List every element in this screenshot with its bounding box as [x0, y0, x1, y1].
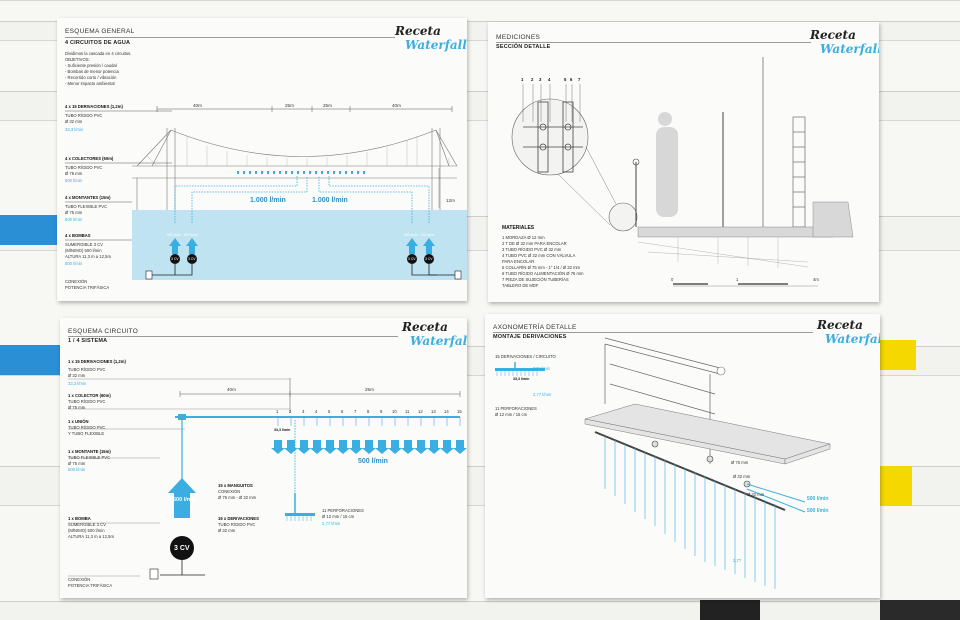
dim-label: 12m	[446, 198, 455, 203]
motor-label: 3 CV	[188, 257, 196, 261]
section-title: MONTAJE DERIVACIONES	[493, 334, 567, 340]
blue-gap	[0, 215, 60, 245]
brand-receta: Receta	[810, 28, 856, 42]
flow-label: 500 l/min	[807, 508, 829, 514]
section-rule	[68, 336, 398, 337]
brand-receta: Receta	[817, 318, 863, 332]
main-flow-label: 500 l/min	[358, 458, 388, 465]
dim-label: 25m	[365, 387, 374, 392]
brand-waterfall: Waterfall	[820, 42, 879, 56]
deriv-flow: 500 l/min	[533, 366, 550, 371]
brand-waterfall: Waterfall	[825, 332, 880, 346]
dim-label: 25m	[285, 103, 294, 108]
pipe-label: Ø 32 mm	[733, 474, 751, 479]
axonometry-drawing	[495, 337, 831, 589]
section-label: ESQUEMA CIRCUITO	[68, 328, 139, 335]
yellow-gap	[878, 466, 912, 506]
dim-label: 40m	[227, 387, 236, 392]
section-label: ESQUEMA GENERAL	[65, 28, 135, 35]
poster-general-scheme: ESQUEMA GENERAL 4 CIRCUITOS DE AGUA Rece…	[57, 18, 467, 301]
brand-receta: Receta	[395, 24, 441, 38]
section-rule	[496, 42, 811, 43]
section-title: 4 CIRCUITOS DE AGUA	[65, 40, 131, 46]
motor-label: 3 CV	[425, 257, 433, 261]
section-title: 1 / 4 SISTEMA	[68, 338, 108, 344]
section-drawing	[511, 57, 854, 287]
brand-receta: Receta	[402, 320, 448, 334]
circuit-diagram	[68, 378, 467, 580]
motor-label: 3 CV	[171, 257, 179, 261]
pump-flow-label: 500 l/min	[173, 497, 197, 503]
dim-label: 40m	[193, 103, 202, 108]
dim-label: 25m	[323, 103, 332, 108]
motor-label: 3 CV	[174, 545, 190, 552]
perf-label: Ø 12 mm / 15 cm	[495, 412, 528, 417]
brand-waterfall: Waterfall	[405, 38, 467, 52]
section-rule	[65, 37, 395, 38]
pump-flow: 500 l/min	[421, 233, 435, 237]
dark-gap	[700, 600, 760, 620]
deriv-label: 15 DERIVACIONES / CIRCUITO	[495, 354, 556, 359]
section-rule	[493, 332, 813, 333]
perf-flow: 2,77 l/min	[533, 392, 552, 397]
flow-label: 1.000 l/min	[312, 197, 348, 204]
brand-waterfall: Waterfall	[410, 334, 467, 348]
pump-flow: 500 l/min	[404, 233, 418, 237]
perf-label: 11 PERFORACIONES	[495, 406, 537, 411]
blue-gap	[0, 345, 60, 375]
flow-label: 500 l/min	[807, 496, 829, 502]
poster-circuit-scheme: ESQUEMA CIRCUITO 1 / 4 SISTEMA Receta Wa…	[60, 318, 467, 598]
drip-label: 2,77	[733, 558, 742, 563]
section-title: SECCIÓN DETALLE	[496, 44, 551, 50]
flow-label: 1.000 l/min	[250, 197, 286, 204]
section-label: AXONOMETRÍA DETALLE	[493, 324, 577, 331]
poster-axonometry: AXONOMETRÍA DETALLE MONTAJE DERIVACIONES…	[485, 314, 880, 598]
dim-label: 40m	[392, 103, 401, 108]
branch-flow: 33,3 l/min	[513, 377, 530, 381]
pump-flow: 500 l/min	[167, 233, 181, 237]
pipe-label: Ø 75 mm	[731, 460, 749, 465]
section-label: MEDICIONES	[496, 34, 541, 41]
wall-plank	[0, 0, 960, 22]
bridge-diagram	[65, 106, 467, 280]
branch-flow-label: 33,3 l/min	[274, 428, 291, 432]
pump-flow: 500 l/min	[184, 233, 198, 237]
pipe-label: Ø 32 mm	[747, 492, 765, 497]
poster-section-detail: MEDICIONES SECCIÓN DETALLE Receta Waterf…	[488, 22, 879, 302]
yellow-gap	[880, 340, 916, 370]
motor-label: 3 CV	[408, 257, 416, 261]
dark-gap	[880, 600, 960, 620]
